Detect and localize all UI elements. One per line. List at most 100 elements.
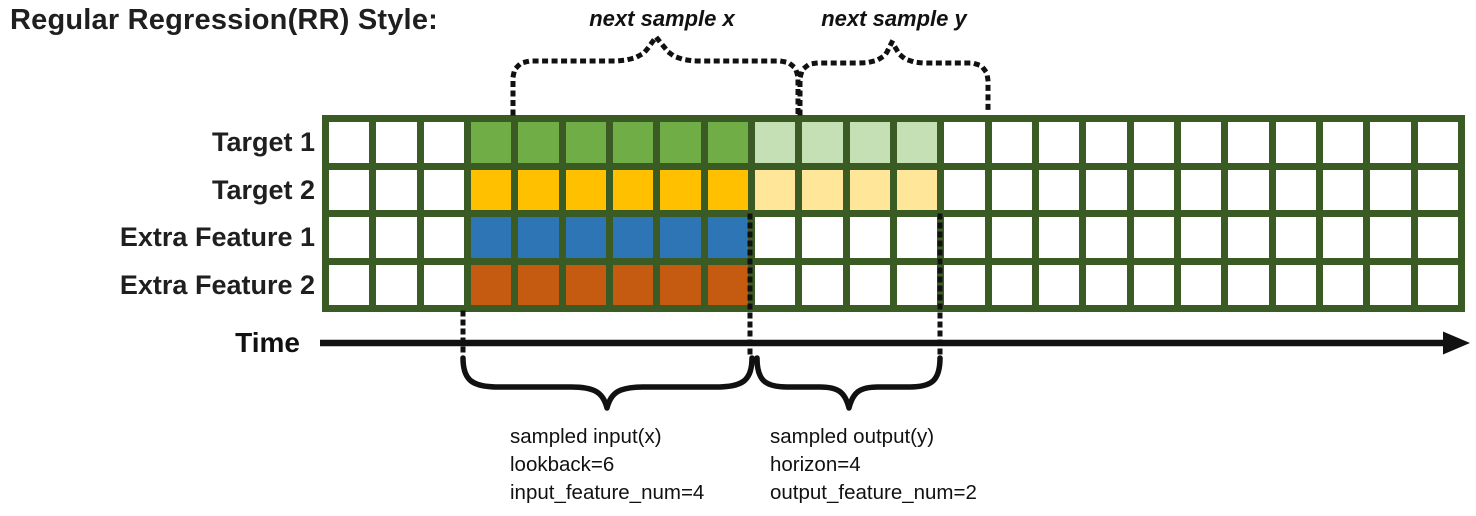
grid-cell (944, 264, 985, 305)
grid-cell (1180, 169, 1222, 210)
grid-cell (660, 264, 701, 305)
grid-cell (660, 169, 701, 210)
grid-cell (1038, 169, 1080, 210)
grid-cell (518, 217, 559, 258)
grid-cell (1370, 264, 1411, 305)
grid-cell (1417, 217, 1458, 258)
grid-cell (1322, 169, 1364, 210)
grid-cell (1322, 122, 1364, 163)
grid-cell (565, 217, 606, 258)
grid-cell (1228, 264, 1269, 305)
row-label: Target 2 (211, 174, 315, 205)
grid-cell (612, 122, 654, 163)
grid-cell (470, 122, 512, 163)
grid-cell (1086, 169, 1127, 210)
grid-cell (1275, 217, 1316, 258)
sampled-output-text: sampled output(y) horizon=4 output_featu… (770, 423, 977, 507)
grid-cell (1133, 169, 1174, 210)
grid-cell (470, 169, 512, 210)
grid-cell (802, 122, 843, 163)
grid-cell (944, 169, 985, 210)
row-label: Extra Feature 2 (119, 269, 315, 300)
row-label: Target 1 (211, 127, 315, 157)
grid-cell (1417, 264, 1458, 305)
grid-cell (849, 122, 890, 163)
grid-cell (423, 169, 464, 210)
grid-cell (1228, 122, 1269, 163)
grid-cell (1370, 217, 1411, 258)
grid-cell (1275, 122, 1316, 163)
grid-cell (1180, 217, 1222, 258)
grid-cell (896, 264, 938, 305)
next-sample-y-brace (797, 36, 991, 116)
grid-cell (329, 217, 370, 258)
grid-cell (565, 264, 606, 305)
sampled-input-brace (460, 355, 755, 411)
grid-cell (991, 264, 1032, 305)
grid-cell (754, 264, 796, 305)
grid-cell (329, 169, 370, 210)
grid-cell (1228, 169, 1269, 210)
grid-cell (423, 217, 464, 258)
grid-cell (1322, 264, 1364, 305)
grid-cell (1133, 264, 1174, 305)
grid-cell (612, 264, 654, 305)
grid-cell (944, 122, 985, 163)
grid-cell (1417, 169, 1458, 210)
grid-cell (896, 217, 938, 258)
grid-cell (423, 122, 464, 163)
grid-cell (565, 169, 606, 210)
grid-cell (1228, 217, 1269, 258)
grid-cell (991, 217, 1032, 258)
grid-cell (1180, 122, 1222, 163)
grid-cell (754, 169, 796, 210)
grid-cell (329, 264, 370, 305)
diagram-title: Regular Regression(RR) Style: (10, 4, 438, 36)
horizon-value: horizon=4 (770, 453, 861, 476)
grid-cell (754, 217, 796, 258)
grid-cell (660, 122, 701, 163)
grid-cell (612, 217, 654, 258)
grid-cell (991, 169, 1032, 210)
next-sample-x-label: next sample x (589, 6, 735, 31)
grid-cell (470, 217, 512, 258)
next-sample-y-label: next sample y (821, 6, 967, 31)
grid-cell (849, 264, 890, 305)
grid-cell (802, 217, 843, 258)
grid-cell (660, 217, 701, 258)
grid-cell (1322, 217, 1364, 258)
grid-cell (1275, 169, 1316, 210)
grid-cell (896, 169, 938, 210)
grid-cell (944, 217, 985, 258)
grid-cell (1086, 264, 1127, 305)
grid-cell (1038, 264, 1080, 305)
grid-cell (376, 217, 417, 258)
grid-cell (1180, 264, 1222, 305)
grid-cell (612, 169, 654, 210)
grid-cell (1086, 122, 1127, 163)
lookback-value: lookback=6 (510, 453, 615, 476)
grid-cell (707, 264, 748, 305)
grid-cell (329, 122, 370, 163)
grid-cell (1370, 122, 1411, 163)
time-label: Time (235, 327, 300, 358)
grid-cell (376, 264, 417, 305)
grid-cell (518, 169, 559, 210)
sampled-input-title: sampled input(x) (510, 425, 662, 448)
grid-cell (707, 122, 748, 163)
grid-cell (376, 122, 417, 163)
grid-cell (423, 264, 464, 305)
sampled-input-text: sampled input(x) lookback=6 input_featur… (510, 423, 704, 507)
sample-grid (322, 115, 1465, 312)
grid-cell (1086, 217, 1127, 258)
grid-cell (565, 122, 606, 163)
grid-cell (754, 122, 796, 163)
grid-cell (707, 169, 748, 210)
sampled-output-title: sampled output(y) (770, 425, 935, 448)
grid-cell (849, 169, 890, 210)
grid-cell (802, 169, 843, 210)
row-label: Extra Feature 1 (119, 222, 315, 252)
grid-cell (802, 264, 843, 305)
grid-cell (1133, 217, 1174, 258)
